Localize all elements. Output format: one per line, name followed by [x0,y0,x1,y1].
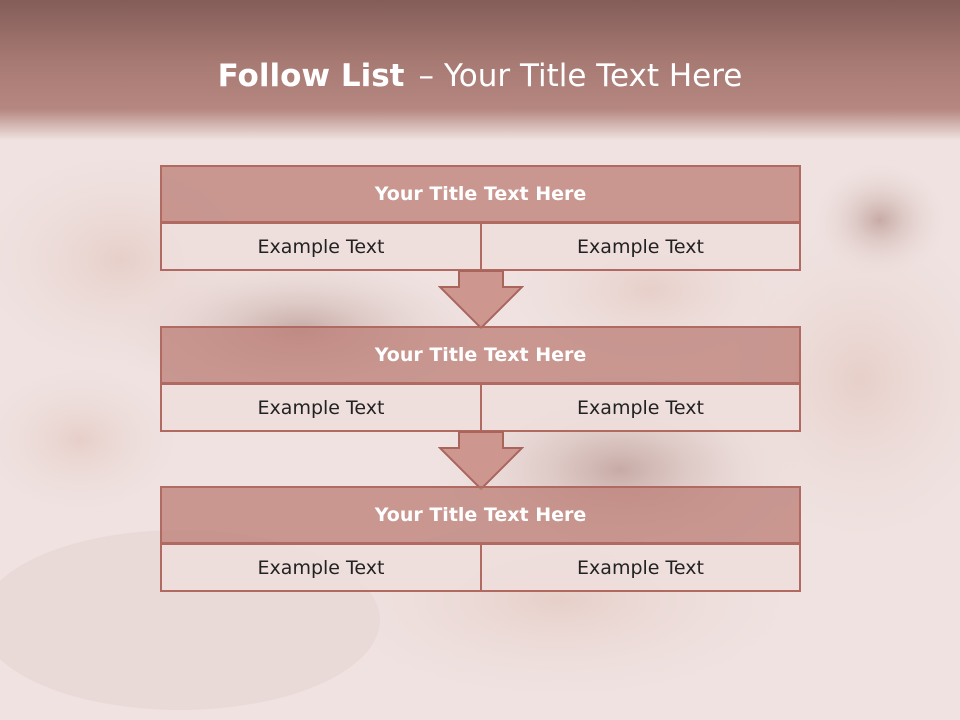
slide-title-bold: Follow List [217,58,405,94]
slide-title-separator: – [418,58,434,94]
block-left-text: Example Text [160,383,482,432]
block-right-text: Example Text [480,222,801,271]
list-block-3: Your Title Text Here Example Text Exampl… [160,486,801,593]
down-arrow-icon [438,431,524,491]
block-left-text: Example Text [160,543,482,592]
block-title: Your Title Text Here [160,165,801,223]
list-block-1: Your Title Text Here Example Text Exampl… [160,165,801,272]
down-arrow-icon [438,270,524,330]
slide-title: Follow List–Your Title Text Here [0,56,960,96]
list-block-2: Your Title Text Here Example Text Exampl… [160,326,801,433]
slide-title-rest: Your Title Text Here [443,58,743,94]
block-right-text: Example Text [480,543,801,592]
block-title: Your Title Text Here [160,326,801,384]
header-band [0,0,960,140]
block-title: Your Title Text Here [160,486,801,544]
block-right-text: Example Text [480,383,801,432]
block-left-text: Example Text [160,222,482,271]
